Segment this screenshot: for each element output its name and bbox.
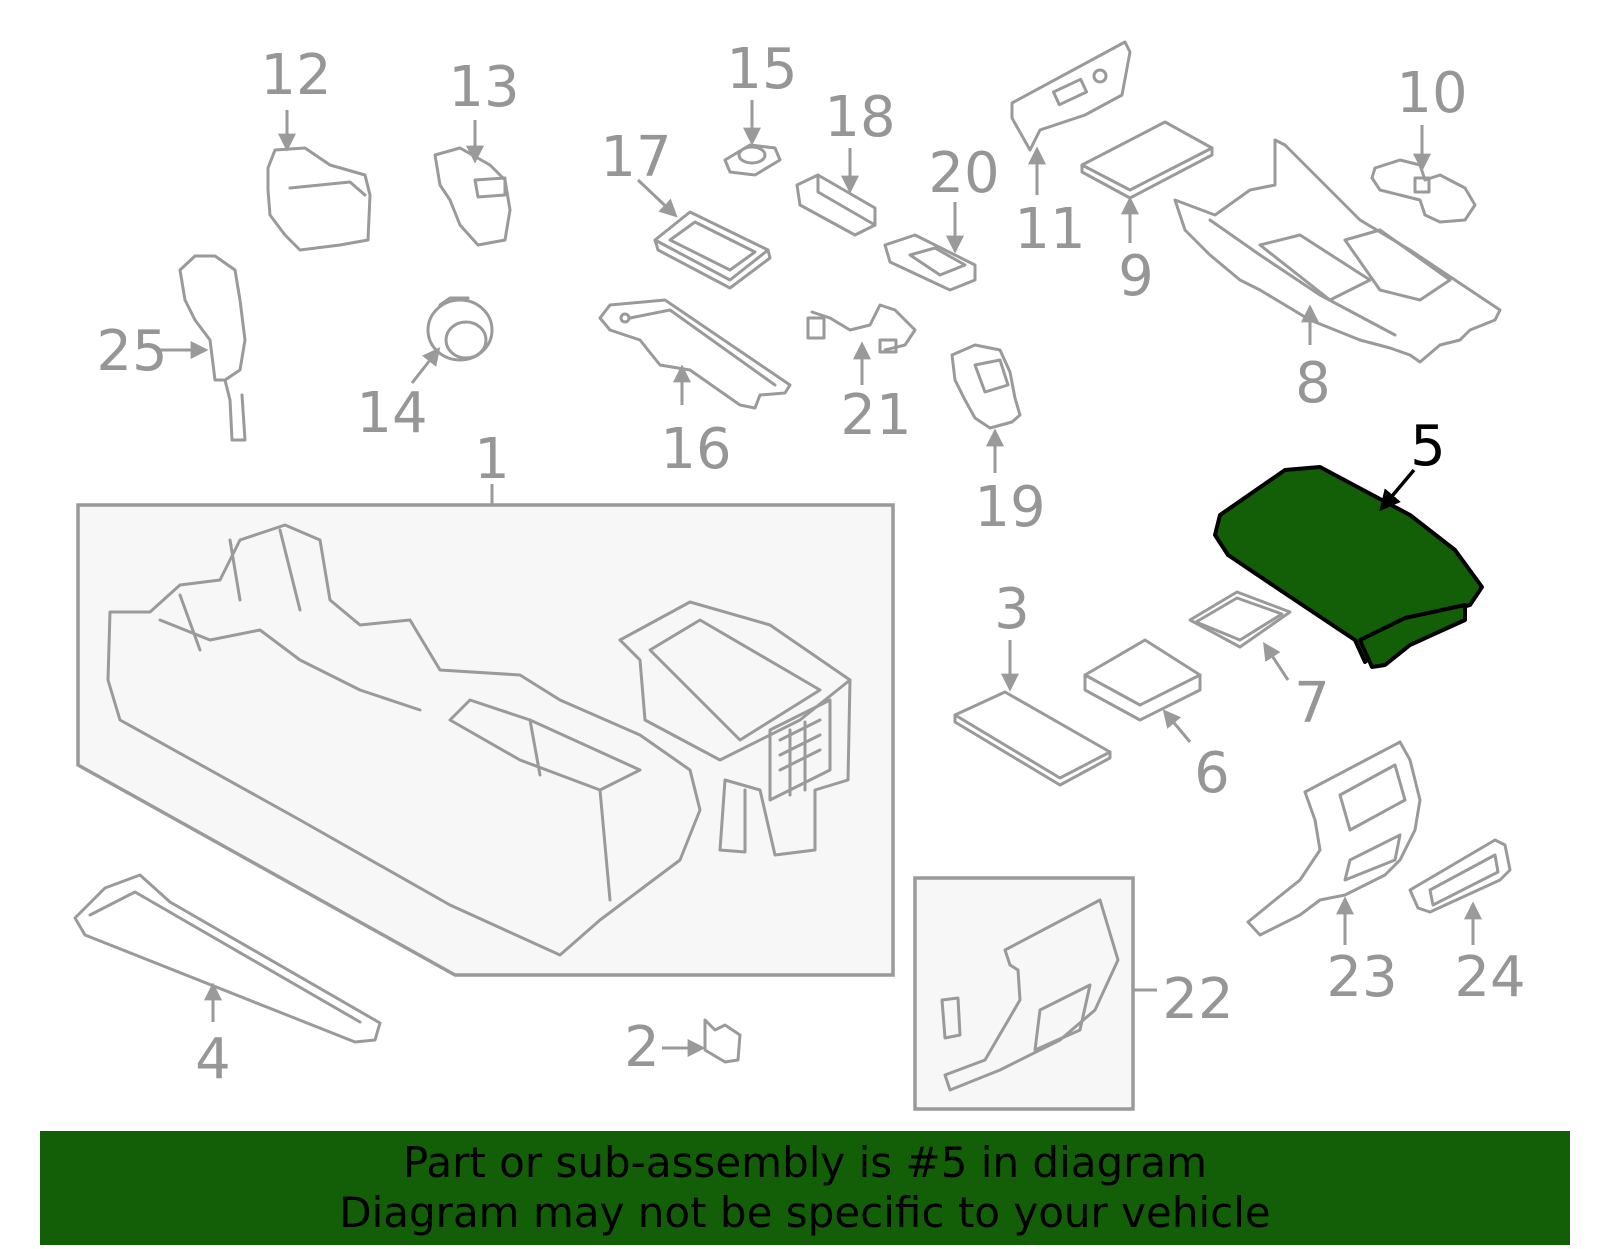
callout-2: 2 — [624, 1015, 660, 1080]
part-19-switch-module — [950, 343, 1022, 473]
part-2-clip — [662, 1018, 742, 1064]
part-7-pad — [1188, 590, 1292, 681]
banner-disclaimer-line: Diagram may not be specific to your vehi… — [339, 1188, 1271, 1237]
callout-8: 8 — [1295, 351, 1331, 416]
part-18-switch — [795, 148, 877, 237]
part-21-wiring-harness — [806, 303, 917, 385]
part-11-switch-panel — [1010, 40, 1132, 195]
part-13-bracket — [433, 120, 512, 247]
callout-14: 14 — [356, 381, 427, 446]
part-9-mat — [1080, 120, 1214, 243]
banner-part-line: Part or sub-assembly is #5 in diagram — [402, 1138, 1208, 1187]
callout-6: 6 — [1194, 741, 1230, 806]
callout-10: 10 — [1396, 61, 1467, 126]
callout-18: 18 — [824, 85, 895, 150]
callout-7: 7 — [1294, 671, 1330, 736]
callout-5: 5 — [1410, 414, 1446, 479]
part-16-trim-panel — [598, 298, 792, 410]
callout-4: 4 — [195, 1027, 231, 1092]
callout-15: 15 — [726, 37, 797, 102]
callout-19: 19 — [974, 475, 1045, 540]
part-22-lower-panel-box — [913, 876, 1157, 1111]
callout-21: 21 — [840, 383, 911, 448]
part-25-shift-knob — [160, 254, 247, 442]
callout-20: 20 — [928, 141, 999, 206]
part-12-bracket — [266, 110, 372, 252]
callout-13: 13 — [448, 55, 519, 120]
part-14-knob — [410, 296, 494, 384]
callout-25: 25 — [96, 319, 167, 384]
part-3-pad — [953, 640, 1112, 787]
callout-1: 1 — [474, 427, 510, 492]
callout-9: 9 — [1118, 244, 1154, 309]
callout-11: 11 — [1014, 197, 1085, 262]
callout-22: 22 — [1162, 967, 1233, 1032]
part-1-console-assembly — [76, 484, 895, 977]
info-banner: Part or sub-assembly is #5 in diagram Di… — [40, 1131, 1570, 1245]
callout-3: 3 — [994, 577, 1030, 642]
part-10-cup-holder — [1370, 125, 1477, 224]
callout-12: 12 — [260, 43, 331, 108]
callout-24: 24 — [1454, 945, 1525, 1010]
part-8-console-bezel — [1173, 138, 1502, 364]
part-24-vent — [1408, 838, 1512, 945]
part-6-pad — [1083, 638, 1202, 743]
callout-17: 17 — [600, 125, 671, 190]
part-5-armrest-lid — [1213, 465, 1484, 669]
part-23-lower-bezel — [1246, 740, 1422, 945]
callout-16: 16 — [660, 417, 731, 482]
callout-23: 23 — [1326, 945, 1397, 1010]
part-20-switch — [883, 202, 977, 292]
part-15-button — [723, 100, 782, 177]
part-4-side-trim — [73, 873, 382, 1044]
part-17-switch-bezel — [636, 178, 772, 290]
